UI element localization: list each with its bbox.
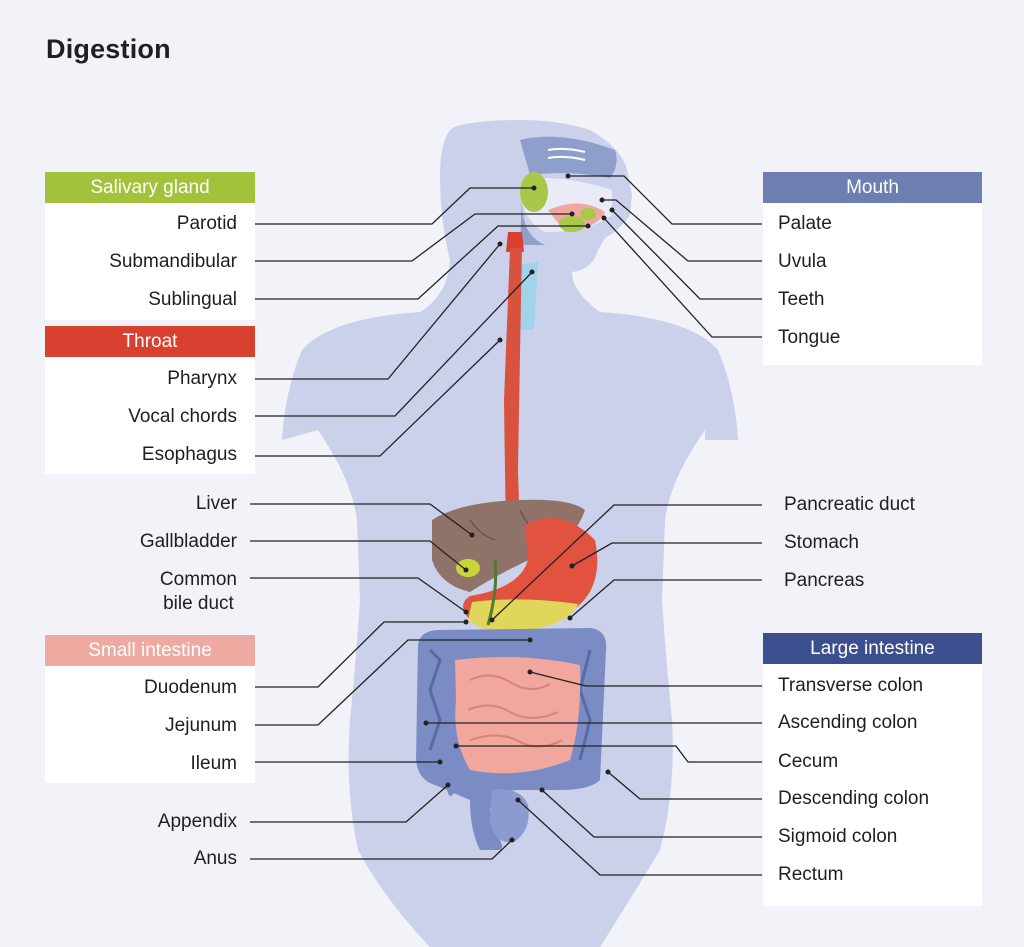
label-parotid: Parotid: [176, 213, 237, 234]
label-pancreas: Pancreas: [784, 570, 865, 591]
throat-header: Throat: [45, 326, 255, 357]
rectum-shape: [490, 789, 529, 843]
label-duodenum: Duodenum: [144, 677, 237, 698]
label-cecum: Cecum: [778, 751, 839, 772]
mouth-header: Mouth: [763, 172, 982, 203]
salivary-gland-panel: Salivary gland: [45, 172, 255, 320]
pancreas-shape: [468, 599, 578, 632]
parotid-gland: [520, 172, 548, 212]
gallbladder-shape: [456, 559, 480, 577]
large-intestine-header: Large intestine: [763, 633, 982, 664]
label-liver: Liver: [195, 493, 237, 514]
label-esophagus: Esophagus: [141, 444, 237, 465]
label-stomach: Stomach: [784, 532, 859, 553]
label-tongue: Tongue: [778, 327, 841, 348]
label-common-bile-duct: Common bile duct: [160, 568, 237, 616]
stomach-shape: [463, 517, 598, 623]
throat-panel: Throat: [45, 326, 255, 474]
page-title: Digestion: [46, 34, 171, 64]
label-anus: Anus: [193, 848, 237, 869]
label-common-bile-duct-line1: Common: [159, 569, 237, 590]
label-pharynx: Pharynx: [167, 368, 237, 389]
label-jejunum: Jejunum: [165, 715, 237, 736]
sublingual-gland: [580, 208, 596, 220]
label-ascending-colon: Ascending colon: [778, 712, 918, 733]
esophagus-shape: [504, 248, 522, 525]
label-pancreatic-duct: Pancreatic duct: [784, 494, 915, 515]
label-teeth: Teeth: [778, 289, 825, 310]
label-submandibular: Submandibular: [109, 251, 237, 272]
trachea: [516, 262, 538, 330]
salivary-gland-header: Salivary gland: [45, 172, 255, 203]
label-rectum: Rectum: [778, 864, 844, 885]
submandibular-gland: [559, 216, 585, 232]
small-intestine-panel: Small intestine: [45, 635, 255, 783]
small-intestine-header: Small intestine: [45, 635, 255, 666]
label-transverse-colon: Transverse colon: [778, 675, 924, 696]
label-gallbladder: Gallbladder: [139, 531, 237, 552]
label-palate: Palate: [778, 213, 832, 234]
large-intestine-panel: Large intestine: [763, 633, 982, 906]
mouth-panel: Mouth: [763, 172, 982, 365]
label-common-bile-duct-line2: bile duct: [163, 593, 234, 614]
label-descending-colon: Descending colon: [778, 788, 930, 809]
jaw-shading: [520, 195, 545, 245]
appendix-shape: [445, 774, 455, 797]
pharynx: [506, 232, 524, 252]
label-appendix: Appendix: [157, 811, 237, 832]
label-sigmoid-colon: Sigmoid colon: [778, 826, 898, 847]
label-vocal-chords: Vocal chords: [128, 406, 237, 427]
label-uvula: Uvula: [778, 251, 827, 272]
label-sublingual: Sublingual: [148, 289, 237, 310]
label-ileum: Ileum: [190, 753, 237, 774]
